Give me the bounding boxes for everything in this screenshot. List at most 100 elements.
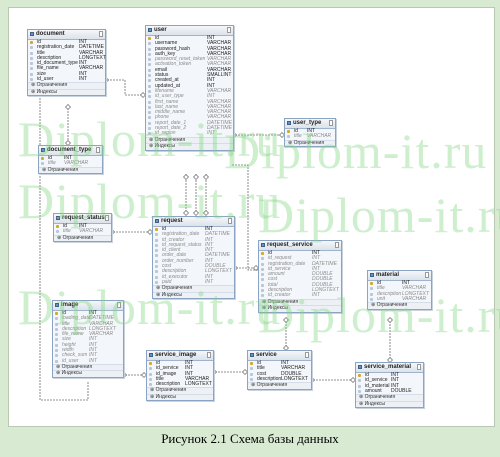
section-indexes[interactable]: ⊕ Индексы <box>53 370 123 377</box>
section-constraints[interactable]: ⊕ Ограничения <box>28 82 105 89</box>
section-constraints[interactable]: ⊕ Ограничения <box>285 139 335 147</box>
table-header[interactable]: user <box>146 26 233 36</box>
table-header[interactable]: request_service <box>259 241 341 251</box>
table-header[interactable]: user_type <box>285 119 335 129</box>
table-header[interactable]: request_status <box>54 214 111 224</box>
section-constraints[interactable]: ⊕ Ограничения <box>147 387 213 394</box>
table-header[interactable]: service_image <box>147 351 213 361</box>
section-indexes[interactable]: ⊕ Индексы <box>146 143 233 150</box>
table-header[interactable]: request <box>153 217 234 227</box>
section-constraints[interactable]: ⊕ Ограничения <box>259 298 341 306</box>
section-constraints[interactable]: ⊕ Ограничения <box>146 136 233 144</box>
section-constraints[interactable]: ⊕ Ограничения <box>54 234 111 242</box>
table-header[interactable]: material <box>368 271 431 281</box>
section-indexes[interactable]: ⊕ Индексы <box>28 88 105 96</box>
table-header[interactable]: image <box>53 301 123 311</box>
table-header[interactable]: document <box>28 30 105 40</box>
table-header[interactable]: service <box>248 351 311 361</box>
table-header[interactable]: service_material <box>356 363 423 373</box>
section-indexes[interactable]: ⊕ Индексы <box>356 400 423 408</box>
section-constraints[interactable]: ⊕ Ограничения <box>39 166 102 174</box>
section-constraints[interactable]: ⊕ Ограничения <box>153 285 234 292</box>
section-constraints[interactable]: ⊕ Ограничения <box>356 394 423 401</box>
